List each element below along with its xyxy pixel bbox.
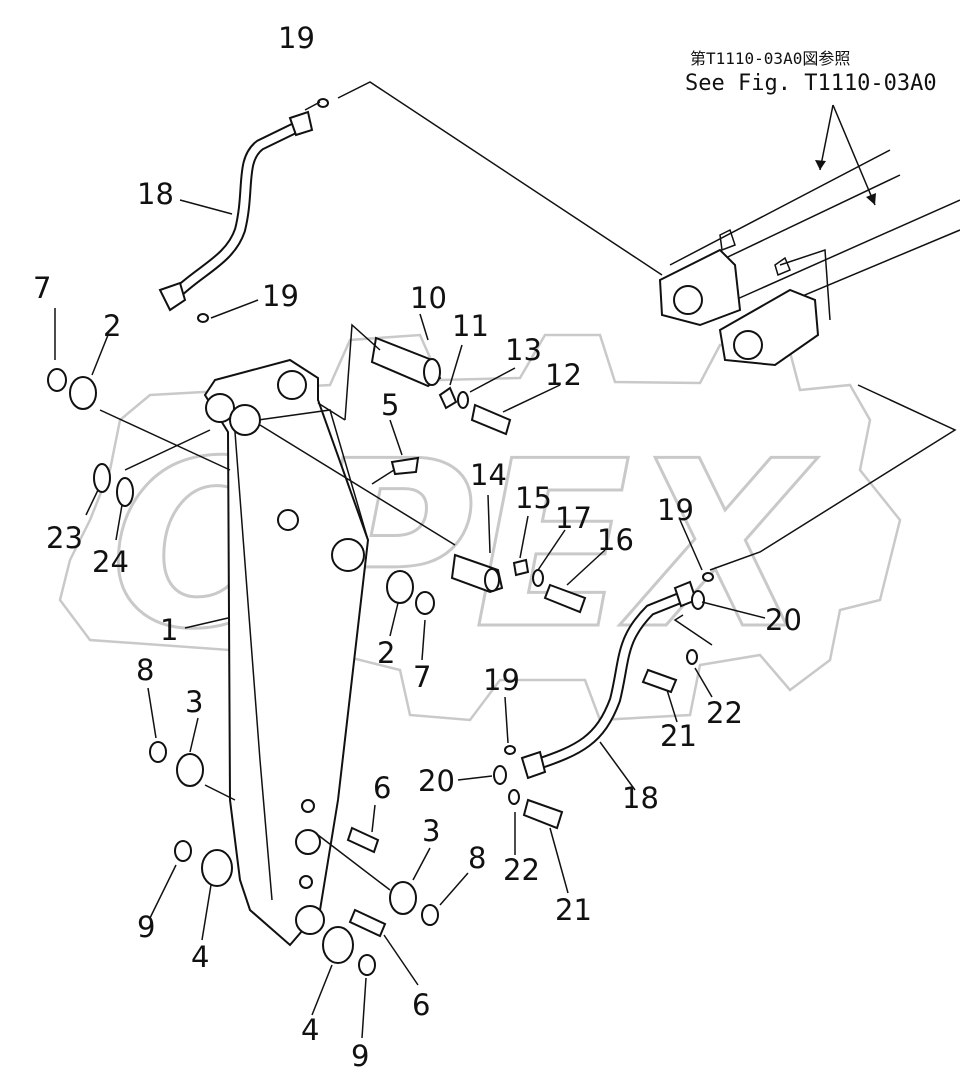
reference-note-english: See Fig. T1110-03A0	[685, 71, 937, 96]
callout-8: 8	[468, 841, 486, 875]
callout-22: 22	[706, 696, 743, 730]
callout-14: 14	[470, 458, 507, 492]
callout-2: 2	[377, 636, 395, 670]
callout-7: 7	[33, 271, 51, 305]
callout-4: 4	[301, 1013, 319, 1047]
callout-9: 9	[351, 1039, 369, 1071]
callout-3: 3	[422, 814, 440, 848]
hose-upper	[158, 110, 314, 312]
callout-24: 24	[92, 545, 129, 579]
callout-10: 10	[410, 281, 447, 315]
callout-20: 20	[418, 764, 455, 798]
callout-12: 12	[545, 358, 582, 392]
callout-18: 18	[622, 781, 659, 815]
callout-3: 3	[185, 685, 203, 719]
callout-5: 5	[381, 388, 399, 422]
callout-9: 9	[137, 910, 155, 944]
callout-8: 8	[136, 653, 154, 687]
arm-body	[203, 358, 370, 947]
callout-17: 17	[555, 501, 592, 535]
callout-19: 19	[262, 279, 299, 313]
hose-lower	[520, 580, 698, 780]
callout-18: 18	[137, 177, 174, 211]
callout-15: 15	[515, 481, 552, 515]
callout-19: 19	[483, 663, 520, 697]
callout-21: 21	[555, 893, 592, 927]
callout-1: 1	[160, 613, 178, 647]
callout-19: 19	[657, 493, 694, 527]
callout-labels: 19 18 19 7 2 10 11 13 12 5 23 24 14 15 1…	[33, 21, 802, 1071]
callout-7: 7	[413, 660, 431, 694]
pins-and-bushings	[47, 98, 714, 976]
watermark-text: OPEX	[110, 413, 818, 680]
boom-reference	[658, 149, 960, 367]
callout-11: 11	[452, 309, 489, 343]
callout-19: 19	[278, 21, 315, 55]
callout-22: 22	[503, 853, 540, 887]
callout-23: 23	[46, 521, 83, 555]
callout-6: 6	[373, 771, 391, 805]
callout-6: 6	[412, 988, 430, 1022]
callout-4: 4	[191, 940, 209, 974]
callout-20: 20	[765, 603, 802, 637]
reference-arrows	[815, 104, 876, 206]
callout-2: 2	[103, 309, 121, 343]
reference-note-japanese: 第T1110-03A0図参照	[690, 49, 850, 68]
callout-21: 21	[660, 719, 697, 753]
opex-watermark: OPEX	[58, 333, 902, 722]
callout-16: 16	[597, 523, 634, 557]
callout-13: 13	[505, 333, 542, 367]
leader-lines	[54, 81, 957, 1039]
